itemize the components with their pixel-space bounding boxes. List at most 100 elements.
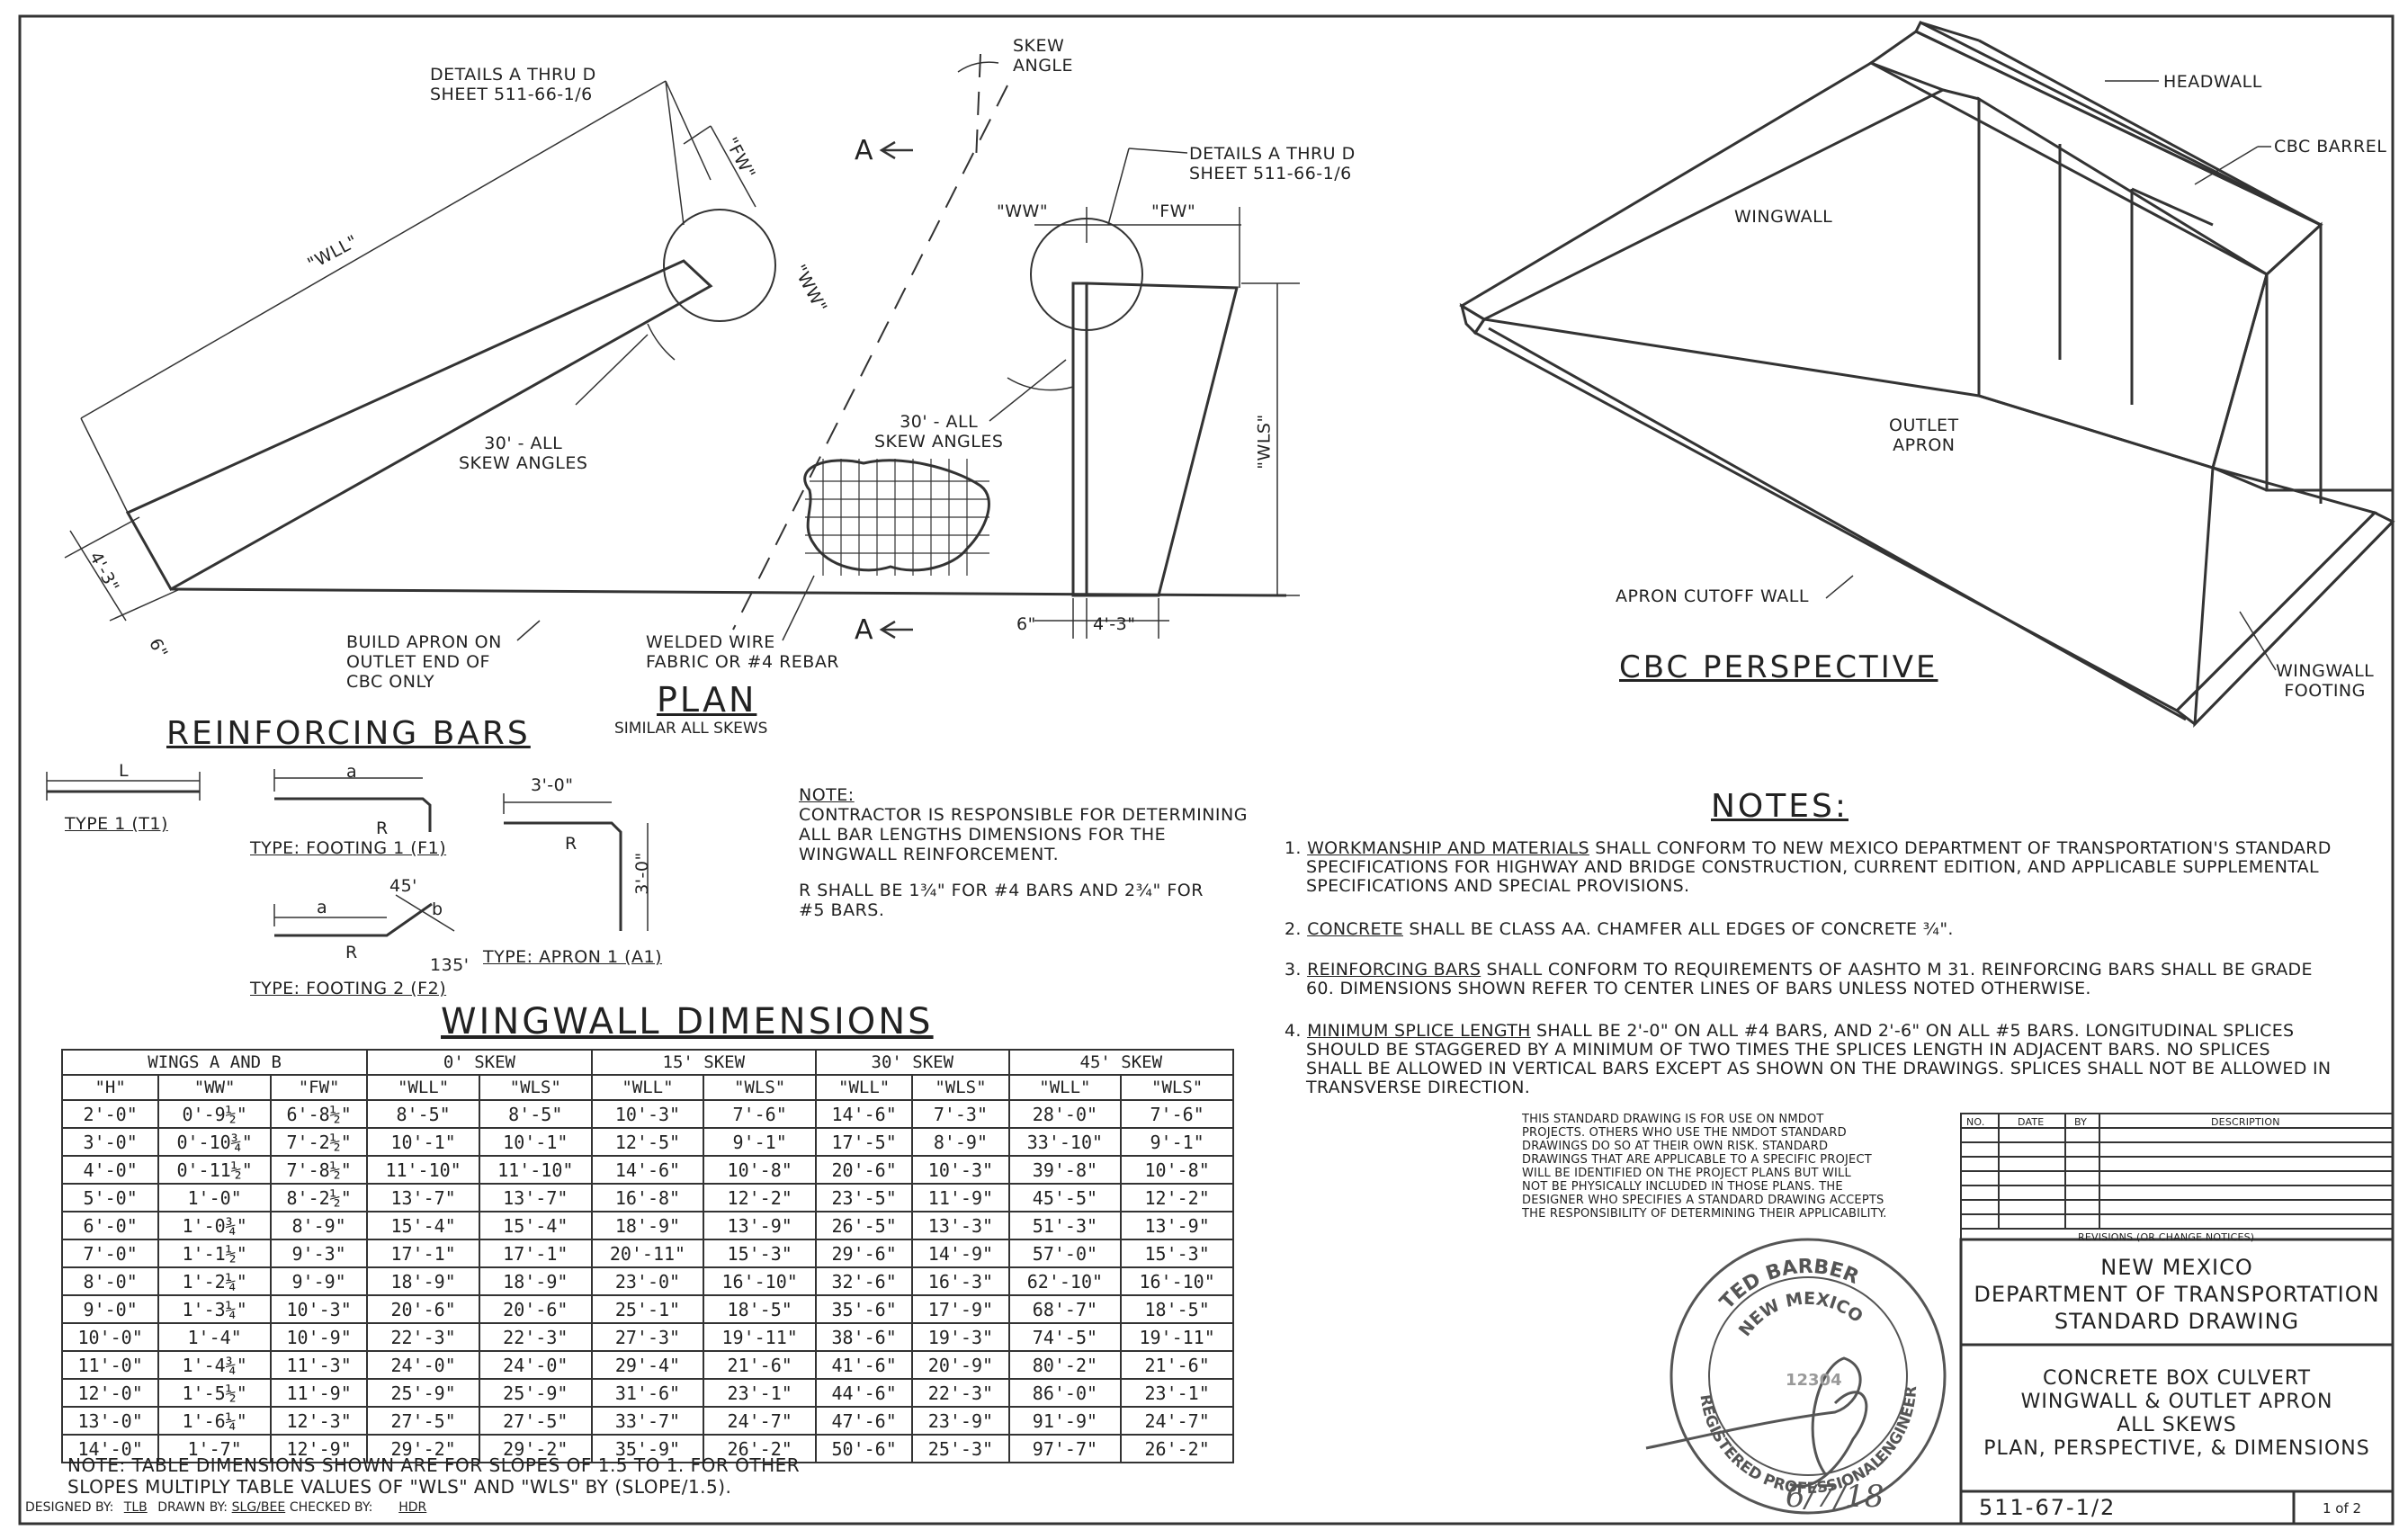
table-cell: 1'-0" bbox=[157, 1183, 272, 1212]
table-row: 5'-0"1'-0"8'-2½"13'-7"13'-7"16'-8"12'-2"… bbox=[60, 1183, 1234, 1212]
table-cell: 18'-5" bbox=[1120, 1294, 1234, 1324]
a1-side-label: 3'-0" bbox=[631, 852, 652, 895]
table-cell: 24'-7" bbox=[1120, 1406, 1234, 1436]
cbc-perspective-title: CBC PERSPECTIVE bbox=[1619, 649, 1938, 685]
table-row: 12'-0"1'-5½"11'-9"25'-9"25'-9"31'-6"23'-… bbox=[60, 1378, 1234, 1408]
table-cell: 11'-9" bbox=[269, 1378, 369, 1408]
notes-title: NOTES: bbox=[1711, 788, 1849, 825]
stamp-state: NEW MEXICO bbox=[1735, 1289, 1866, 1340]
table-cell: 7'-8½" bbox=[269, 1155, 369, 1185]
table-cell: 91'-9" bbox=[1007, 1406, 1123, 1436]
table-cell: 51'-3" bbox=[1007, 1211, 1123, 1240]
column-header: "WLL" bbox=[590, 1074, 705, 1101]
table-cell: 8'-9" bbox=[911, 1127, 1010, 1157]
table-cell: 22'-3" bbox=[366, 1322, 480, 1352]
table-cell: 7'-2½" bbox=[269, 1127, 369, 1157]
table-cell: 7'-6" bbox=[703, 1099, 817, 1129]
table-cell: 22'-3" bbox=[478, 1322, 593, 1352]
table-cell: 28'-0" bbox=[1007, 1099, 1123, 1129]
table-group-header-row: WINGS A AND B 0' SKEW 15' SKEW 30' SKEW … bbox=[60, 1049, 1235, 1076]
type-f2-label: TYPE: FOOTING 2 (F2) bbox=[250, 979, 447, 998]
table-cell: 16'-10" bbox=[1120, 1266, 1234, 1296]
table-cell: 1'-4¾" bbox=[157, 1350, 272, 1380]
table-row: 14'-0"1'-7"12'-9"29'-2"29'-2"35'-9"26'-2… bbox=[60, 1434, 1234, 1463]
table-cell: 10'-3" bbox=[590, 1099, 705, 1129]
type-a1-label: TYPE: APRON 1 (A1) bbox=[483, 947, 663, 967]
table-cell: 13'-3" bbox=[911, 1211, 1010, 1240]
note-3: 3. REINFORCING BARS SHALL CONFORM TO REQ… bbox=[1285, 960, 2313, 998]
table-cell: 10'-3" bbox=[269, 1294, 369, 1324]
table-cell: 16'-3" bbox=[911, 1266, 1010, 1296]
headwall-label: HEADWALL bbox=[2163, 72, 2262, 92]
section-arrows bbox=[879, 140, 913, 640]
column-header: "WW" bbox=[157, 1074, 272, 1101]
title-block-frame bbox=[1959, 1238, 2395, 1526]
plan-title: PLAN bbox=[657, 680, 757, 720]
table-cell: 8'-5" bbox=[478, 1099, 593, 1129]
f1-r-label: R bbox=[376, 819, 389, 838]
cbc-barrel-label: CBC BARREL bbox=[2274, 137, 2387, 157]
disclaimer-text: THIS STANDARD DRAWING IS FOR USE ON NMDO… bbox=[1522, 1113, 1887, 1221]
f2-135-label: 135' bbox=[430, 955, 470, 975]
revisions-grid bbox=[1960, 1113, 2394, 1240]
table-cell: 13'-9" bbox=[703, 1211, 817, 1240]
table-cell: 35'-9" bbox=[590, 1434, 705, 1463]
table-cell: 1'-4" bbox=[157, 1322, 272, 1352]
table-body: 2'-0"0'-9½"6'-8½"8'-5"8'-5"10'-3"7'-6"14… bbox=[60, 1099, 1234, 1463]
table-cell: 15'-3" bbox=[1120, 1239, 1234, 1268]
table-cell: 6'-8½" bbox=[269, 1099, 369, 1129]
table-cell: 17'-1" bbox=[478, 1239, 593, 1268]
table-cell: 45'-5" bbox=[1007, 1183, 1123, 1212]
table-cell: 5'-0" bbox=[60, 1183, 160, 1212]
column-header: "WLL" bbox=[814, 1074, 914, 1101]
table-cell: 11'-9" bbox=[911, 1183, 1010, 1212]
table-cell: 17'-9" bbox=[911, 1294, 1010, 1324]
table-cell: 33'-7" bbox=[590, 1406, 705, 1436]
group-15-skew: 15' SKEW bbox=[590, 1049, 818, 1076]
table-cell: 68'-7" bbox=[1007, 1294, 1123, 1324]
column-header: "FW" bbox=[269, 1074, 369, 1101]
table-cell: 8'-5" bbox=[366, 1099, 480, 1129]
table-cell: 1'-1½" bbox=[157, 1239, 272, 1268]
table-cell: 18'-9" bbox=[590, 1211, 705, 1240]
table-cell: 2'-0" bbox=[60, 1099, 160, 1129]
wingwall-dimensions-title: WINGWALL DIMENSIONS bbox=[441, 1001, 934, 1042]
table-cell: 11'-0" bbox=[60, 1350, 160, 1380]
stamp-number: 12304 bbox=[1786, 1371, 1842, 1390]
plan-subtitle: SIMILAR ALL SKEWS bbox=[614, 720, 768, 738]
f1-a-label: a bbox=[346, 762, 358, 782]
plan-skew-centerline bbox=[732, 53, 1008, 631]
table-cell: 14'-6" bbox=[590, 1155, 705, 1185]
table-cell: 10'-8" bbox=[1120, 1155, 1234, 1185]
table-row: 11'-0"1'-4¾"11'-3"24'-0"24'-0"29'-4"21'-… bbox=[60, 1350, 1234, 1380]
sheet-number: 1 of 2 bbox=[2323, 1500, 2362, 1517]
stamp-date: 6/7/18 bbox=[1786, 1479, 1884, 1515]
table-cell: 23'-9" bbox=[911, 1406, 1010, 1436]
table-cell: 10'-1" bbox=[366, 1127, 480, 1157]
table-cell: 18'-5" bbox=[703, 1294, 817, 1324]
table-cell: 23'-1" bbox=[703, 1378, 817, 1408]
table-cell: 8'-2½" bbox=[269, 1183, 369, 1212]
table-cell: 33'-10" bbox=[1007, 1127, 1123, 1157]
table-cell: 14'-9" bbox=[911, 1239, 1010, 1268]
table-cell: 39'-8" bbox=[1007, 1155, 1123, 1185]
table-row: 9'-0"1'-3¼"10'-3"20'-6"20'-6"25'-1"18'-5… bbox=[60, 1294, 1234, 1324]
cbc-perspective-drawing bbox=[1459, 20, 2395, 728]
table-cell: 27'-5" bbox=[366, 1406, 480, 1436]
table-cell: 16'-8" bbox=[590, 1183, 705, 1212]
a1-r-label: R bbox=[565, 834, 577, 854]
table-cell: 0'-9½" bbox=[157, 1099, 272, 1129]
table-cell: 13'-7" bbox=[478, 1183, 593, 1212]
note-2: 2. CONCRETE SHALL BE CLASS AA. CHAMFER A… bbox=[1285, 919, 1954, 939]
table-cell: 10'-0" bbox=[60, 1322, 160, 1352]
welded-wire-fabric bbox=[782, 459, 990, 641]
table-cell: 57'-0" bbox=[1007, 1239, 1123, 1268]
table-cell: 29'-4" bbox=[590, 1350, 705, 1380]
table-cell: 44'-6" bbox=[814, 1378, 914, 1408]
f2-r-label: R bbox=[345, 943, 358, 962]
